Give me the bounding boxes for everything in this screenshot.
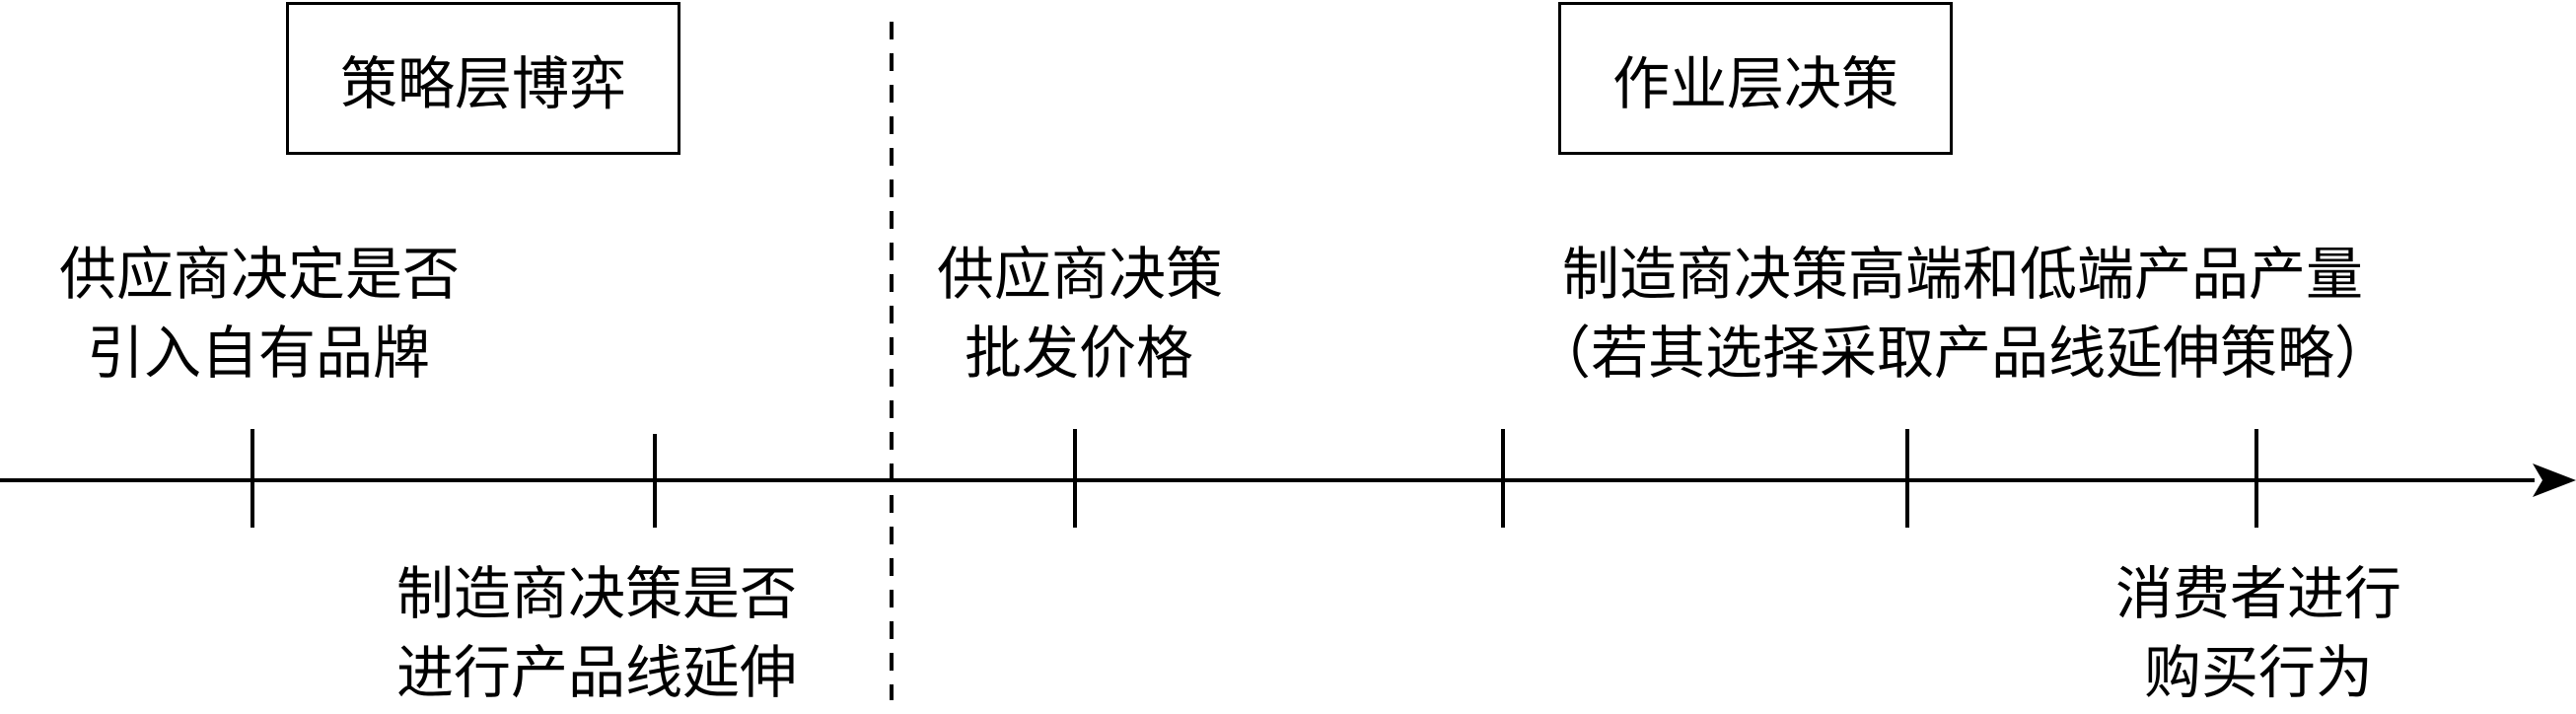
phase-label-operational: 作业层决策 [1611,49,1898,117]
event-text-line: 制造商决策高端和低端产品产量 [1561,241,2363,308]
event-supplier-own-brand: 供应商决定是否 引入自有品牌 [59,235,460,393]
event-text-line: 供应商决定是否 [59,241,461,308]
event-text-line: 消费者进行 [2114,560,2401,627]
phase-box-operational: 作业层决策 [1558,2,1953,155]
event-manufacturer-quantity: 制造商决策高端和低端产品产量 （若其选择采取产品线延伸策略） [1489,235,2436,393]
phase-box-strategic: 策略层博弈 [286,2,680,155]
event-manufacturer-line-extension: 制造商决策是否 进行产品线延伸 [396,554,797,712]
event-text-line: 供应商决策 [937,241,1224,308]
event-text-line: 进行产品线延伸 [396,639,798,706]
event-supplier-wholesale-price: 供应商决策 批发价格 [937,235,1223,393]
event-text-line: 制造商决策是否 [396,560,798,627]
event-text-line: 引入自有品牌 [87,320,431,387]
event-text-line: 批发价格 [965,320,1194,387]
event-text-line: （若其选择采取产品线延伸策略） [1533,320,2392,387]
event-text-line: 购买行为 [2143,639,2373,706]
time-axis-arrowhead [2533,464,2576,497]
event-consumer-purchase: 消费者进行 购买行为 [2091,554,2426,712]
phase-label-strategic: 策略层博弈 [339,49,626,117]
